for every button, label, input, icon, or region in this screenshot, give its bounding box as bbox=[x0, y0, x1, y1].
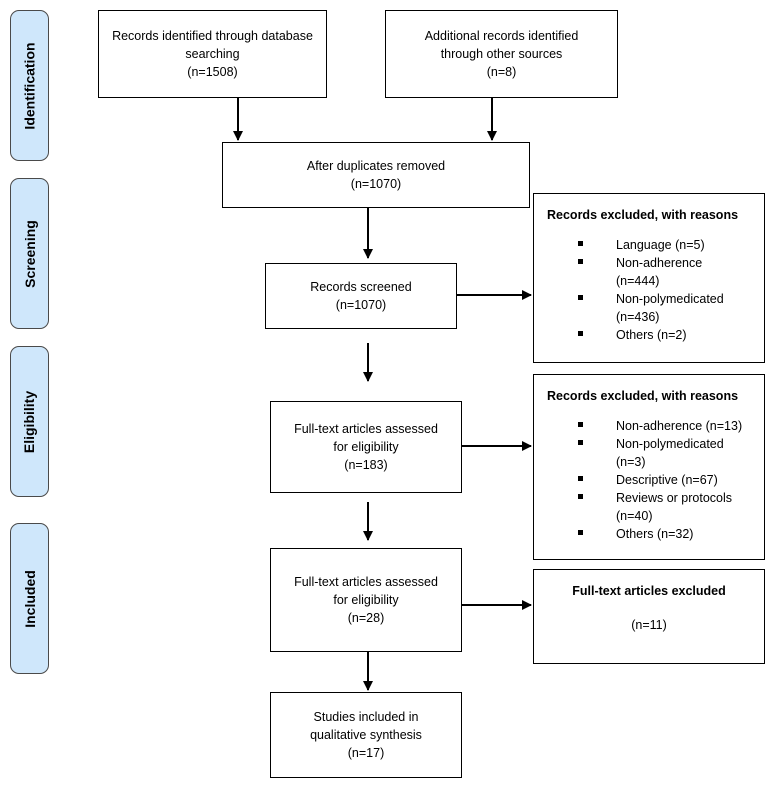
phase-eligibility: Eligibility bbox=[10, 346, 49, 497]
list-item: Reviews or protocols (n=40) bbox=[534, 489, 764, 525]
reason-text: Language (n=5) bbox=[616, 238, 705, 252]
reason-text: Non-polymedicated bbox=[616, 437, 724, 451]
box-records-screened: Records screened (n=1070) bbox=[265, 263, 457, 329]
box-screened-line2: (n=1070) bbox=[335, 298, 387, 312]
reason-text: Descriptive (n=67) bbox=[616, 473, 718, 487]
list-item: Others (n=2) bbox=[534, 326, 764, 344]
box-fulltext-assessed: Full-text articles assessed for eligibil… bbox=[270, 401, 462, 493]
list-item: Non-polymedicated (n=436) bbox=[534, 290, 764, 326]
box-fulltext-line1: Full-text articles assessed bbox=[294, 422, 438, 436]
fulltext-excluded-title: Full-text articles excluded bbox=[572, 584, 726, 598]
reason-text: Non-polymedicated bbox=[616, 292, 724, 306]
box-other-line2: through other sources bbox=[440, 47, 563, 61]
reason-text: Non-adherence bbox=[616, 256, 703, 270]
reason-text: Non-adherence (n=13) bbox=[616, 419, 743, 433]
box-other-line3: (n=8) bbox=[486, 65, 517, 79]
box-other-line1: Additional records identified bbox=[424, 29, 579, 43]
excluded-eligibility-title: Records excluded, with reasons bbox=[547, 389, 739, 403]
box-excluded-screening: Records excluded, with reasons Language … bbox=[533, 193, 765, 363]
reason-text: Others (n=32) bbox=[616, 527, 694, 541]
box-database-line1: Records identified through database bbox=[112, 29, 313, 43]
box-included-line1: Studies included in bbox=[313, 710, 419, 724]
reason-text: Others (n=2) bbox=[616, 328, 687, 342]
box-excluded-eligibility: Records excluded, with reasons Non-adher… bbox=[533, 374, 765, 560]
reason-count: (n=444) bbox=[616, 274, 660, 288]
box-database-line2: searching bbox=[185, 47, 240, 61]
box-fulltext-assessed-2: Full-text articles assessed for eligibil… bbox=[270, 548, 462, 652]
phase-screening: Screening bbox=[10, 178, 49, 329]
fulltext-excluded-count: (n=11) bbox=[631, 618, 667, 632]
box-database-records: Records identified through database sear… bbox=[98, 10, 327, 98]
list-item: Others (n=32) bbox=[534, 525, 764, 543]
box-database-line3: (n=1508) bbox=[187, 65, 238, 79]
box-fulltext2-line3: (n=28) bbox=[347, 611, 385, 625]
box-duplicates-line1: After duplicates removed bbox=[306, 159, 446, 173]
box-duplicates-removed: After duplicates removed (n=1070) bbox=[222, 142, 530, 208]
box-fulltext-line2: for eligibility bbox=[333, 440, 399, 454]
reason-count: (n=436) bbox=[616, 310, 660, 324]
list-item: Non-polymedicated (n=3) bbox=[534, 435, 764, 471]
box-screened-line1: Records screened bbox=[310, 280, 412, 294]
excluded-screening-list: Language (n=5) Non-adherence (n=444) Non-… bbox=[534, 236, 764, 344]
box-duplicates-line2: (n=1070) bbox=[350, 177, 402, 191]
box-included-line3: (n=17) bbox=[347, 746, 385, 760]
box-other-sources: Additional records identified through ot… bbox=[385, 10, 618, 98]
box-fulltext2-line2: for eligibility bbox=[333, 593, 399, 607]
phase-included: Included bbox=[10, 523, 49, 674]
excluded-screening-title: Records excluded, with reasons bbox=[547, 208, 739, 222]
reason-text: Reviews or protocols bbox=[616, 491, 733, 505]
reason-count: (n=40) bbox=[616, 509, 653, 523]
list-item: Language (n=5) bbox=[534, 236, 764, 254]
box-fulltext-excluded: Full-text articles excluded (n=11) bbox=[533, 569, 765, 664]
list-item: Non-adherence (n=13) bbox=[534, 417, 764, 435]
box-studies-included: Studies included in qualitative synthesi… bbox=[270, 692, 462, 778]
phase-identification: Identification bbox=[10, 10, 49, 161]
box-fulltext-line3: (n=183) bbox=[344, 458, 388, 472]
excluded-eligibility-list: Non-adherence (n=13) Non-polymedicated (n… bbox=[534, 417, 764, 543]
list-item: Descriptive (n=67) bbox=[534, 471, 764, 489]
box-included-line2: qualitative synthesis bbox=[310, 728, 422, 742]
box-fulltext2-line1: Full-text articles assessed bbox=[294, 575, 438, 589]
reason-count: (n=3) bbox=[616, 455, 646, 469]
list-item: Non-adherence (n=444) bbox=[534, 254, 764, 290]
